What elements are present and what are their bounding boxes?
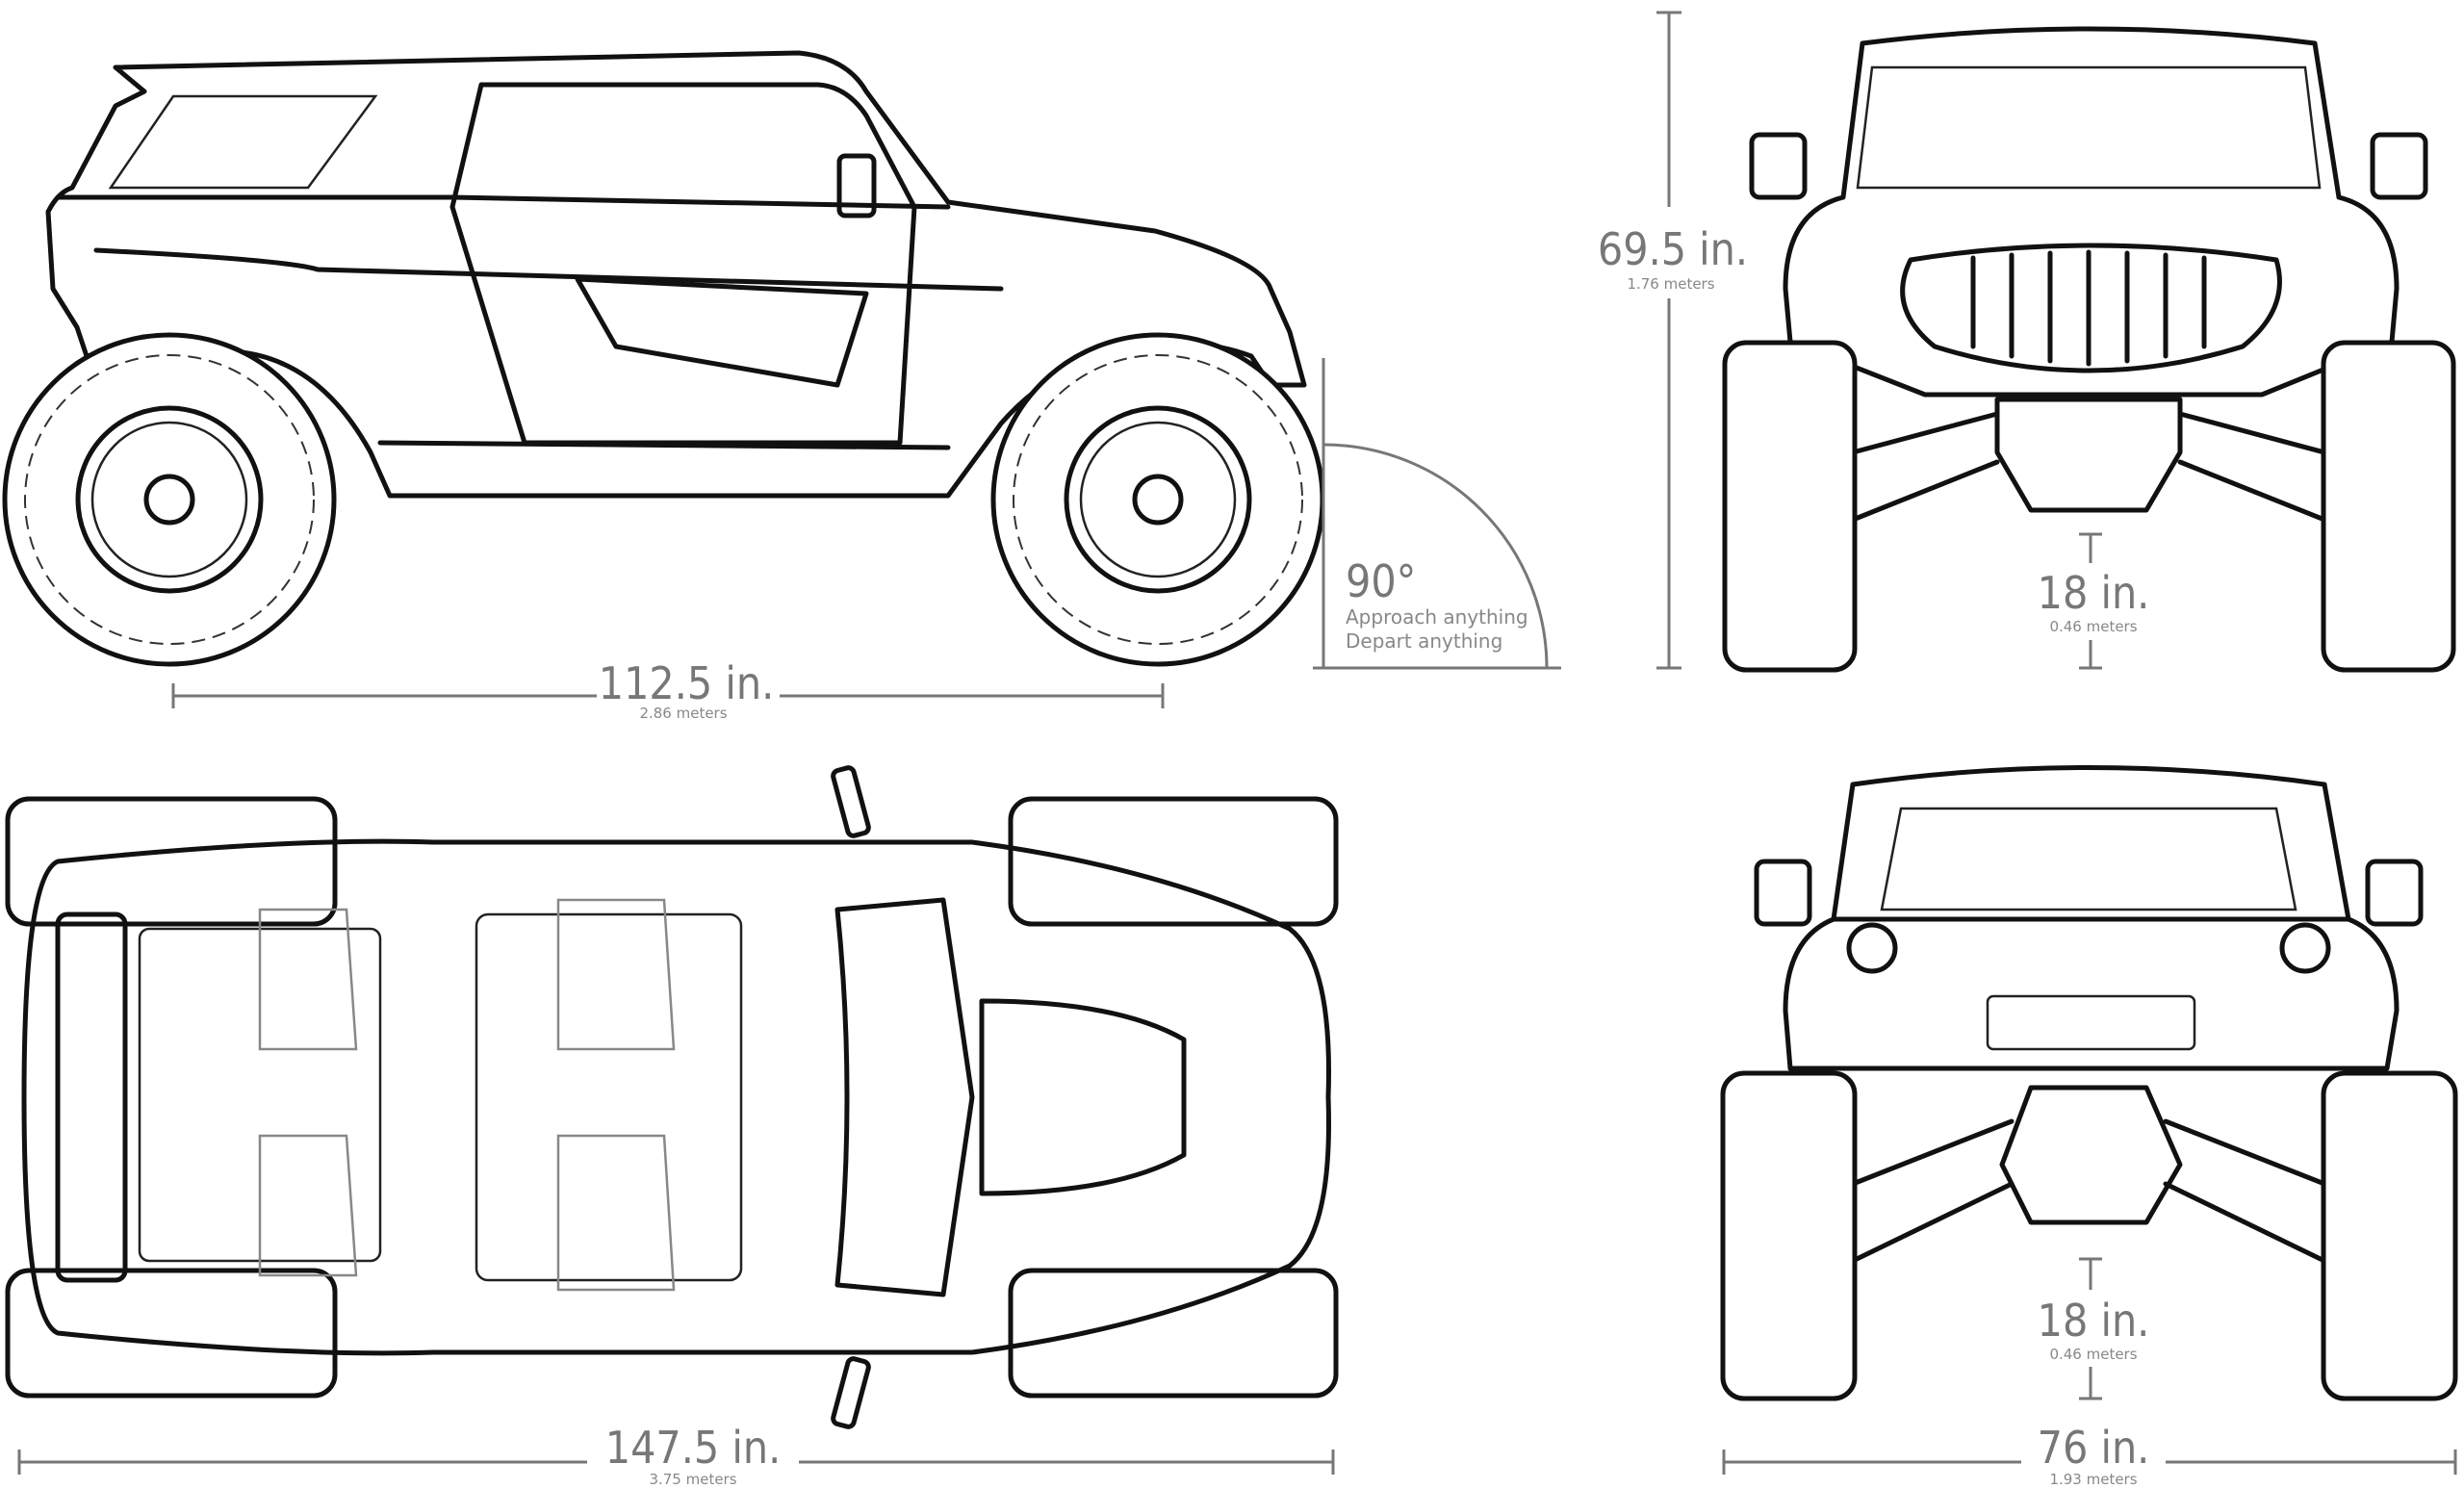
side-door-cutout [575, 276, 869, 388]
side-mirror [836, 153, 877, 218]
height-metric: 1.76 meters [1627, 275, 1714, 293]
rear-body-outline [1783, 765, 2400, 1071]
top-mirror-right [831, 1356, 871, 1429]
rear-clearance-metric: 0.46 meters [2049, 1346, 2137, 1363]
top-windshield [834, 897, 975, 1297]
top-front-cabin [475, 912, 743, 1282]
top-tire-rear-left [5, 796, 338, 927]
rear-window [1880, 807, 2297, 911]
front-mirror-left [1749, 132, 1808, 200]
front-clearance-imperial: 18 in. [2038, 567, 2150, 619]
top-mirror-left [831, 765, 871, 838]
front-view: 18 in. 0.46 meters [1722, 26, 2456, 673]
angle-value: 90° [1346, 555, 1416, 607]
rear-tire-left [1720, 1070, 1858, 1401]
side-rocker [93, 247, 1004, 292]
top-seats [258, 898, 676, 1292]
rear-clearance-imperial: 18 in. [2038, 1295, 2150, 1347]
front-grille-bars [1970, 249, 2207, 367]
rear-mirror-left [1754, 859, 1812, 927]
rear-mirror-right [2365, 859, 2424, 927]
rear-bumper [1999, 1085, 2183, 1225]
side-sill [377, 440, 951, 450]
width-imperial: 76 in. [2038, 1422, 2150, 1474]
rear-suspension [1850, 1118, 2327, 1264]
rear-light-right [2279, 922, 2331, 974]
angle-note-approach: Approach anything [1346, 605, 1528, 629]
top-hood-scoop [979, 998, 1187, 1196]
top-view: 147.5 in. 3.75 meters [5, 765, 1339, 1488]
front-tire-left [1722, 340, 1858, 673]
front-body-outline [1783, 26, 2400, 398]
wheelbase-imperial: 112.5 in. [599, 657, 774, 709]
length-imperial: 147.5 in. [605, 1422, 781, 1474]
front-tire-right [2321, 340, 2456, 673]
width-metric: 1.93 meters [2049, 1471, 2137, 1488]
side-front-wheel [990, 332, 1325, 667]
height-imperial: 69.5 in. [1598, 223, 1748, 275]
angle-note-depart: Depart anything [1346, 629, 1502, 653]
wheelbase-metric: 2.86 meters [639, 705, 727, 722]
side-beltline [55, 194, 951, 210]
top-tire-front-left [1008, 796, 1339, 927]
length-metric: 3.75 meters [649, 1471, 736, 1488]
front-bumper [1994, 397, 2183, 513]
rear-light-left [1846, 922, 1898, 974]
top-body-outline [21, 838, 1331, 1356]
side-window-rear [108, 94, 378, 190]
top-rear-hatch [55, 911, 128, 1283]
front-mirror-right [2370, 132, 2428, 200]
front-clearance-metric: 0.46 meters [2049, 618, 2137, 635]
rear-tire-right [2321, 1070, 2458, 1401]
side-view: 112.5 in. 2.86 meters 90° Approach anyth… [2, 11, 1748, 722]
angle-arc [1322, 443, 1549, 669]
front-windshield [1856, 65, 2322, 190]
front-grille [1900, 243, 2282, 373]
rear-plate-area [1986, 994, 2196, 1051]
side-door [449, 82, 917, 446]
top-tire-front-right [1008, 1268, 1339, 1399]
front-suspension [1850, 411, 2327, 523]
rear-view: 18 in. 0.46 meters 76 in. 1.93 meters [1720, 765, 2458, 1488]
top-tire-rear-right [5, 1268, 338, 1399]
side-rear-wheel [2, 332, 337, 667]
